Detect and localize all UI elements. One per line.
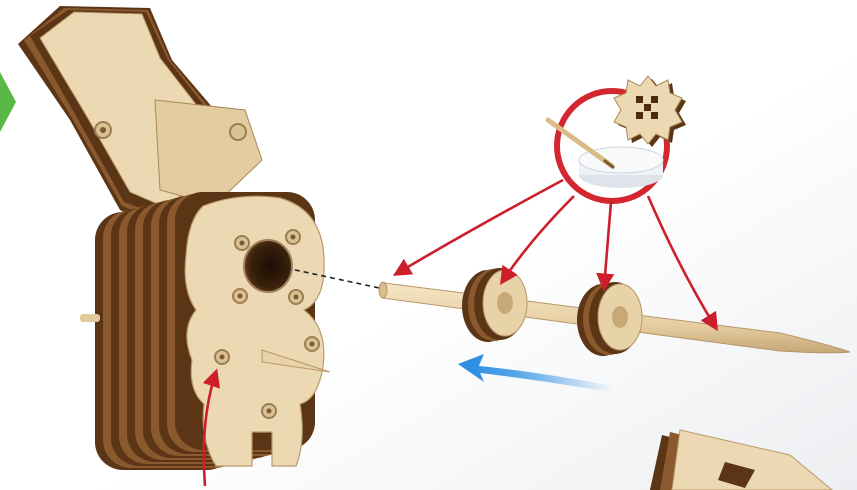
axle-hole	[244, 240, 292, 292]
alignment-guide-line	[285, 267, 385, 290]
magnifier-glue-gear-icon	[545, 75, 686, 204]
glue-point-arrows	[202, 178, 718, 487]
chevron-right-icon	[0, 72, 16, 132]
next-part-preview	[650, 429, 833, 490]
body-block-part	[80, 192, 331, 470]
spacer-gear-2	[577, 282, 643, 356]
shaft-assembly	[378, 268, 851, 356]
upper-arm-part	[18, 6, 263, 228]
spacer-gear-1	[462, 268, 528, 342]
arrow-left-icon	[458, 354, 612, 392]
